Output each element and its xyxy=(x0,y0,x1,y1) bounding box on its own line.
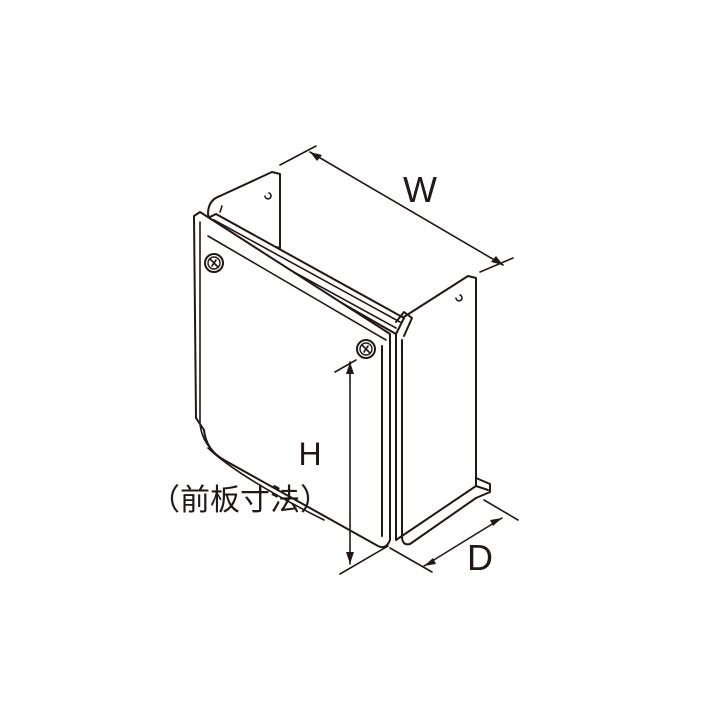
screw-right xyxy=(356,339,376,359)
height-note-label: （前板寸法） xyxy=(150,483,330,518)
screw-left xyxy=(204,253,224,273)
depth-dimension xyxy=(389,499,519,573)
width-label: W xyxy=(403,169,437,210)
width-dimension xyxy=(279,145,514,273)
bottom-foot-bracket xyxy=(475,477,491,499)
depth-label: D xyxy=(467,537,493,578)
height-dimension xyxy=(207,359,389,575)
height-label: H xyxy=(298,436,321,472)
front-panel xyxy=(193,211,477,549)
